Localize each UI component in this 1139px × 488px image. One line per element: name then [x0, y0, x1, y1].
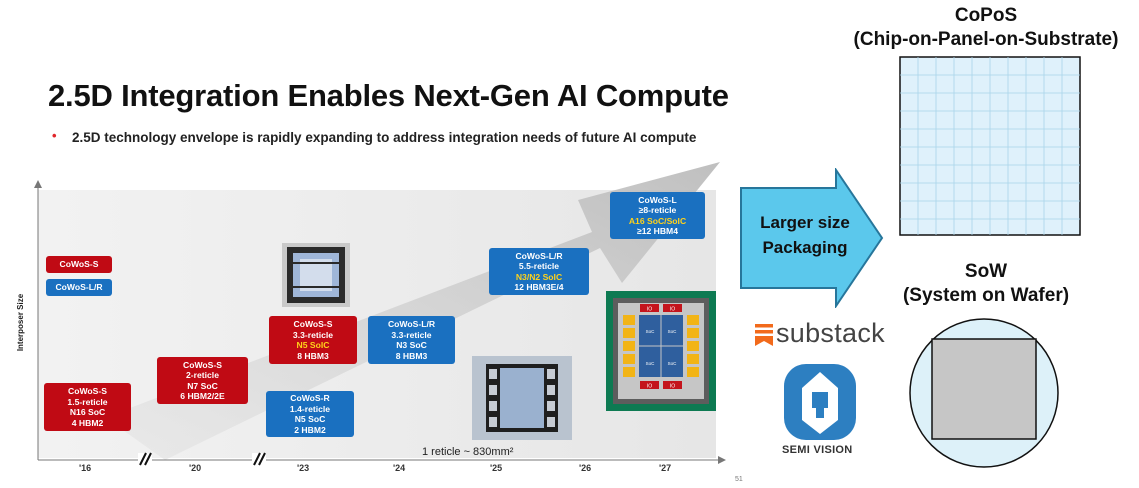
- page-number: 51: [735, 476, 743, 483]
- y-axis-label: Interposer Size: [16, 293, 26, 352]
- year-tick: '16: [79, 463, 92, 473]
- reticle-note: 1 reticle ~ 830mm²: [422, 446, 514, 458]
- y-axis-arrowhead: [34, 180, 42, 188]
- substack-logo-text: substack: [776, 318, 885, 348]
- substack-logo-icon: [755, 324, 773, 346]
- copos-heading: CoPoS(Chip-on-Panel-on-Substrate): [853, 5, 1119, 50]
- bullet-text: 2.5D technology envelope is rapidly expa…: [72, 130, 697, 145]
- soc-label: SoC: [646, 361, 656, 366]
- sow-heading: SoW(System on Wafer): [902, 261, 1070, 306]
- io-label: IO: [647, 307, 652, 313]
- year-tick: '24: [393, 463, 406, 473]
- package-floorplan-2027: IO IO IO IO SoC SoC SoC SoC: [606, 291, 716, 411]
- copos-panel: [899, 56, 1081, 236]
- interposer-photo-2025: [472, 356, 572, 440]
- legend-cowos-lr: CoWoS-L/R: [46, 279, 112, 296]
- slide-title: 2.5D Integration Enables Next-Gen AI Com…: [48, 78, 729, 113]
- io-label: IO: [670, 384, 675, 390]
- bullet-icon: •: [52, 128, 57, 143]
- year-tick: '26: [579, 463, 592, 473]
- legend-cowos-s: CoWoS-S: [46, 256, 112, 273]
- package-photo-2023: [282, 243, 350, 307]
- x-axis-arrowhead: [718, 456, 726, 464]
- year-tick: '25: [490, 463, 503, 473]
- growth-arrow: [120, 162, 720, 460]
- soc-label: SoC: [668, 361, 678, 366]
- hbm-stacks-right: [687, 315, 699, 377]
- year-tick: '27: [659, 463, 672, 473]
- semivision-logo-text: SEMI VISION: [782, 444, 853, 456]
- io-label: IO: [670, 307, 675, 313]
- hbm-stacks-left: [623, 315, 635, 377]
- semivision-logo-icon: [784, 364, 856, 440]
- year-tick: '23: [297, 463, 310, 473]
- soc-label: SoC: [646, 329, 656, 334]
- sow-wafer: [909, 318, 1059, 468]
- year-tick: '20: [189, 463, 202, 473]
- roadmap-chart: [34, 162, 726, 466]
- axis-break-1: [138, 452, 152, 466]
- io-label: IO: [647, 384, 652, 390]
- soc-label: SoC: [668, 329, 678, 334]
- axis-break-2: [252, 452, 266, 466]
- larger-packaging-arrow: [740, 168, 884, 308]
